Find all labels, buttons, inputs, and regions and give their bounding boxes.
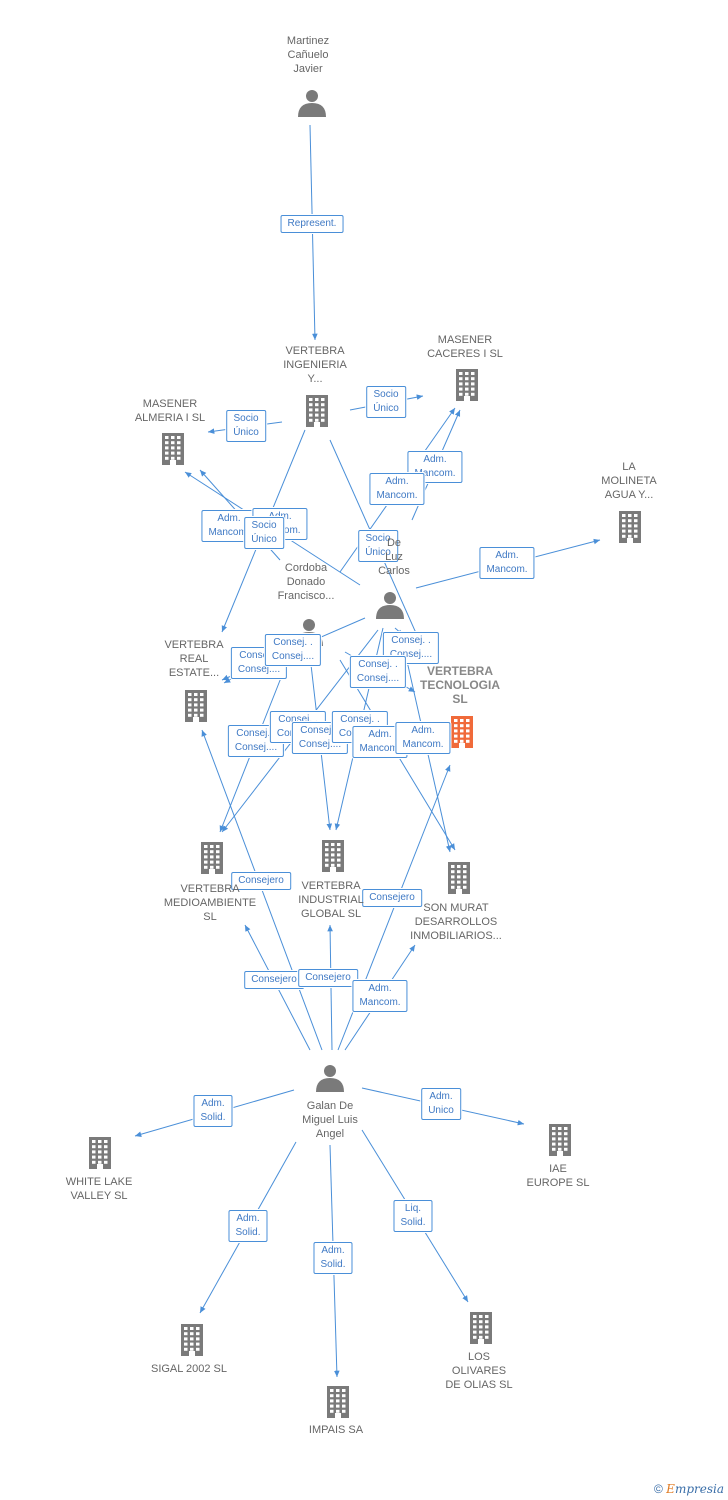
edge-label[interactable]: Adm. Solid. [193, 1095, 233, 1127]
node-label-vertebra_ind[interactable]: VERTEBRA INDUSTRIAL GLOBAL SL [298, 880, 364, 920]
node-label-martinez[interactable]: Martinez Cañuelo Javier [286, 35, 330, 75]
edge-label[interactable]: Liq. Solid. [393, 1200, 433, 1232]
node-label-galan[interactable]: Galan De Miguel Luis Angel [302, 1100, 358, 1140]
edge-label[interactable]: Socio Único [366, 386, 406, 418]
node-label-sigal[interactable]: SIGAL 2002 SL [150, 1363, 228, 1375]
node-label-vertebra_real[interactable]: VERTEBRA REAL ESTATE... [164, 639, 224, 679]
node-label-los_olivares[interactable]: LOS OLIVARES DE OLIAS SL [445, 1351, 513, 1391]
node-label-masener_almeria[interactable]: MASENER ALMERIA I SL [134, 398, 206, 424]
brand-initial: E [666, 1482, 675, 1496]
building-icon[interactable] [327, 1386, 349, 1418]
building-icon[interactable] [451, 716, 473, 748]
edge-label[interactable]: Consejero [244, 971, 304, 989]
building-icon[interactable] [448, 862, 470, 894]
node-label-la_molineta[interactable]: LA MOLINETA AGUA Y... [601, 461, 657, 501]
node-label-de_luz[interactable]: De Luz Carlos [378, 537, 410, 577]
edge-label[interactable]: Socio Único [358, 530, 398, 562]
building-icon[interactable] [89, 1137, 111, 1169]
node-label-vertebra_med[interactable]: VERTEBRA MEDIOAMBIENTE SL [163, 883, 257, 923]
edge-label[interactable]: Consejero [362, 889, 422, 907]
building-icon[interactable] [201, 842, 223, 874]
edge-label[interactable]: Adm. Mancom. [369, 473, 425, 505]
person-icon[interactable] [376, 592, 404, 619]
node-label-son_murat[interactable]: SON MURAT DESARROLLOS INMOBILIARIOS... [410, 902, 502, 942]
person-icon[interactable] [298, 90, 326, 117]
edge-label[interactable]: Represent. [280, 215, 344, 233]
building-icon[interactable] [181, 1324, 203, 1356]
building-icon[interactable] [322, 840, 344, 872]
edge-label[interactable]: Socio Único [244, 517, 284, 549]
node-label-iae[interactable]: IAE EUROPE SL [526, 1163, 590, 1189]
edge-label[interactable]: Consejero [298, 969, 358, 987]
copyright-symbol: © [653, 1482, 663, 1496]
edge-label[interactable]: Adm. Mancom. [395, 722, 451, 754]
building-icon[interactable] [619, 511, 641, 543]
edge-galan-to-vertebra_real [201, 729, 323, 1051]
edge-label[interactable]: Adm. Unico [421, 1088, 461, 1120]
building-icon[interactable] [456, 369, 478, 401]
node-label-vertebra_ing[interactable]: VERTEBRA INGENIERIA Y... [283, 345, 347, 385]
edge-label[interactable]: Adm. Solid. [313, 1242, 353, 1274]
edge-label[interactable]: Consej. . Consej.... [349, 656, 407, 688]
node-label-vertebra_tec[interactable]: VERTEBRA TECNOLOGIA SL [420, 664, 500, 706]
edge-label[interactable]: Adm. Mancom. [479, 547, 535, 579]
edge-label[interactable]: Adm. Mancom. [352, 980, 408, 1012]
node-label-cordoba[interactable]: Cordoba Donado Francisco... [277, 562, 335, 602]
building-icon[interactable] [470, 1312, 492, 1344]
building-icon[interactable] [549, 1124, 571, 1156]
edge-label[interactable]: Socio Único [226, 410, 266, 442]
edge-label[interactable]: Consejero [231, 872, 291, 890]
node-label-masener_caceres[interactable]: MASENER CACERES I SL [427, 334, 503, 360]
edge-galan-to-vertebra_ind [327, 924, 333, 1051]
edge-label[interactable]: Consej. . Consej.... [382, 632, 440, 664]
edge-label[interactable]: Adm. Solid. [228, 1210, 268, 1242]
building-icon[interactable] [185, 690, 207, 722]
node-label-white_lake[interactable]: WHITE LAKE VALLEY SL [65, 1176, 133, 1202]
building-icon[interactable] [162, 433, 184, 465]
edge-label[interactable]: Consej. . Consej.... [264, 634, 322, 666]
person-icon[interactable] [316, 1065, 344, 1092]
brand-name: mpresia [674, 1482, 724, 1496]
footer-brand[interactable]: © Empresia [654, 1482, 724, 1496]
building-icon[interactable] [306, 395, 328, 427]
node-label-impais[interactable]: IMPAIS SA [308, 1424, 364, 1436]
